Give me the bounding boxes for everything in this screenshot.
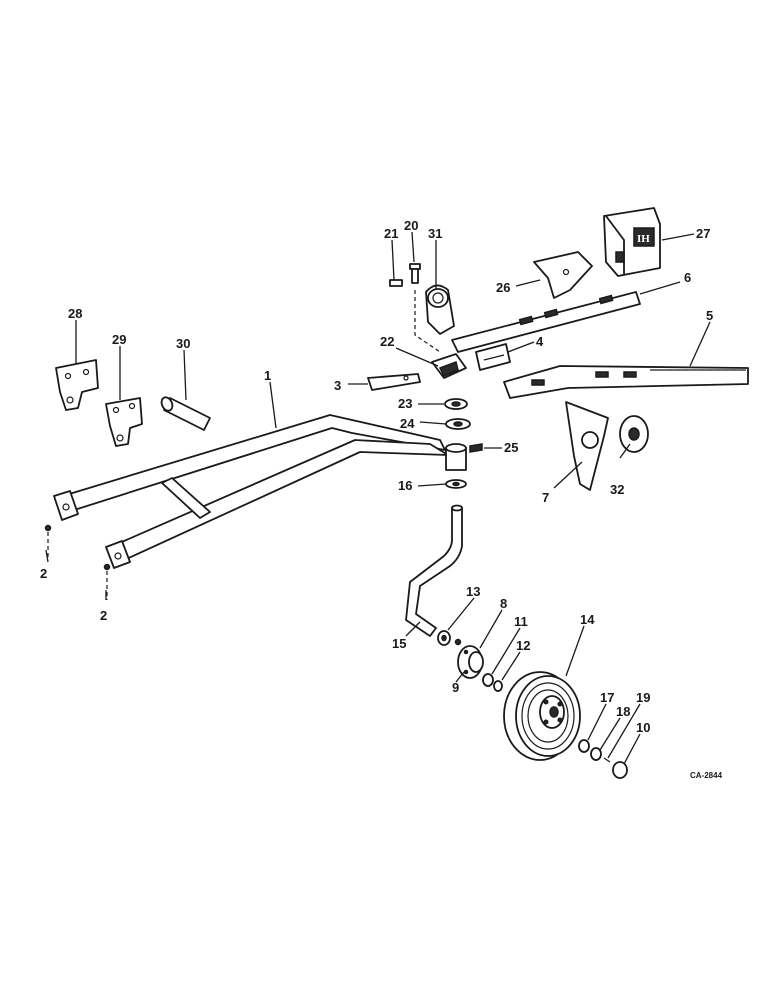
callout-15: 15: [392, 636, 406, 651]
callout-9: 9: [452, 680, 459, 695]
callout-10: 10: [636, 720, 650, 735]
callout-32: 32: [610, 482, 624, 497]
callout-3: 3: [334, 378, 341, 393]
frame-part-1: [53, 414, 467, 569]
pin-part-19: [603, 757, 611, 763]
callout-29: 29: [112, 332, 126, 347]
bar-part-6: [451, 291, 641, 353]
callout-31: 31: [428, 226, 442, 241]
washer-part-17: [578, 739, 590, 753]
callout-4: 4: [536, 334, 544, 349]
washer-part-32: [619, 415, 649, 453]
bolt-part-20: [409, 263, 421, 284]
tube-part-30: [160, 396, 211, 431]
seal-part-12: [493, 680, 503, 692]
nut-part-18: [590, 747, 602, 761]
bearing-part-11: [482, 673, 494, 687]
fitting-part-8: [454, 638, 462, 646]
callout-5: 5: [706, 308, 713, 323]
bracket-part-26: [533, 251, 593, 299]
callout-6: 6: [684, 270, 691, 285]
callouts: 1 2 2 3 4 5 6 7 8 9 10 11 12 13 14 15 16…: [40, 218, 713, 735]
spacer-part-13: [437, 630, 451, 646]
weight-part-27: IH: [603, 207, 661, 277]
bolt-part-21: [389, 279, 403, 287]
callout-17: 17: [600, 690, 614, 705]
housing-part-31: [425, 284, 455, 335]
callout-11: 11: [514, 614, 528, 629]
callout-2-left: 2: [40, 566, 47, 581]
ih-logo: IH: [637, 233, 650, 245]
plate-part-7: [565, 401, 609, 491]
washer-part-16: [445, 479, 467, 489]
callout-25: 25: [504, 440, 518, 455]
pin-part-2-right: [103, 563, 111, 600]
callout-16: 16: [398, 478, 412, 493]
figure-code: CA-2844: [690, 771, 723, 780]
washer-part-24: [445, 418, 471, 430]
callout-27: 27: [696, 226, 710, 241]
plate-part-29: [105, 397, 143, 447]
pin-part-2-left: [44, 524, 52, 560]
callout-24: 24: [400, 416, 415, 431]
screw-part-25: [469, 443, 483, 453]
callout-30: 30: [176, 336, 190, 351]
callout-1: 1: [264, 368, 271, 383]
clip-part-4: [475, 343, 511, 371]
callout-7: 7: [542, 490, 549, 505]
callout-21: 21: [384, 226, 398, 241]
callout-2-right: 2: [100, 608, 107, 623]
strap-part-3: [367, 373, 421, 391]
callout-20: 20: [404, 218, 418, 233]
cap-part-10: [612, 761, 628, 779]
callout-13: 13: [466, 584, 480, 599]
callout-28: 28: [68, 306, 82, 321]
callout-8: 8: [500, 596, 507, 611]
axle-part-15: [405, 504, 463, 637]
washer-part-23: [444, 398, 468, 410]
callout-18: 18: [616, 704, 630, 719]
hub-part-9: [457, 645, 484, 679]
callout-12: 12: [516, 638, 530, 653]
plate-part-28: [55, 359, 99, 411]
callout-23: 23: [398, 396, 412, 411]
bar-part-5: [503, 365, 749, 399]
wheel-part-14: [503, 671, 581, 761]
callout-14: 14: [580, 612, 595, 627]
callout-26: 26: [496, 280, 510, 295]
callout-19: 19: [636, 690, 650, 705]
callout-22: 22: [380, 334, 394, 349]
leader-lines: [45, 231, 711, 765]
bracket-part-22: [431, 353, 467, 379]
